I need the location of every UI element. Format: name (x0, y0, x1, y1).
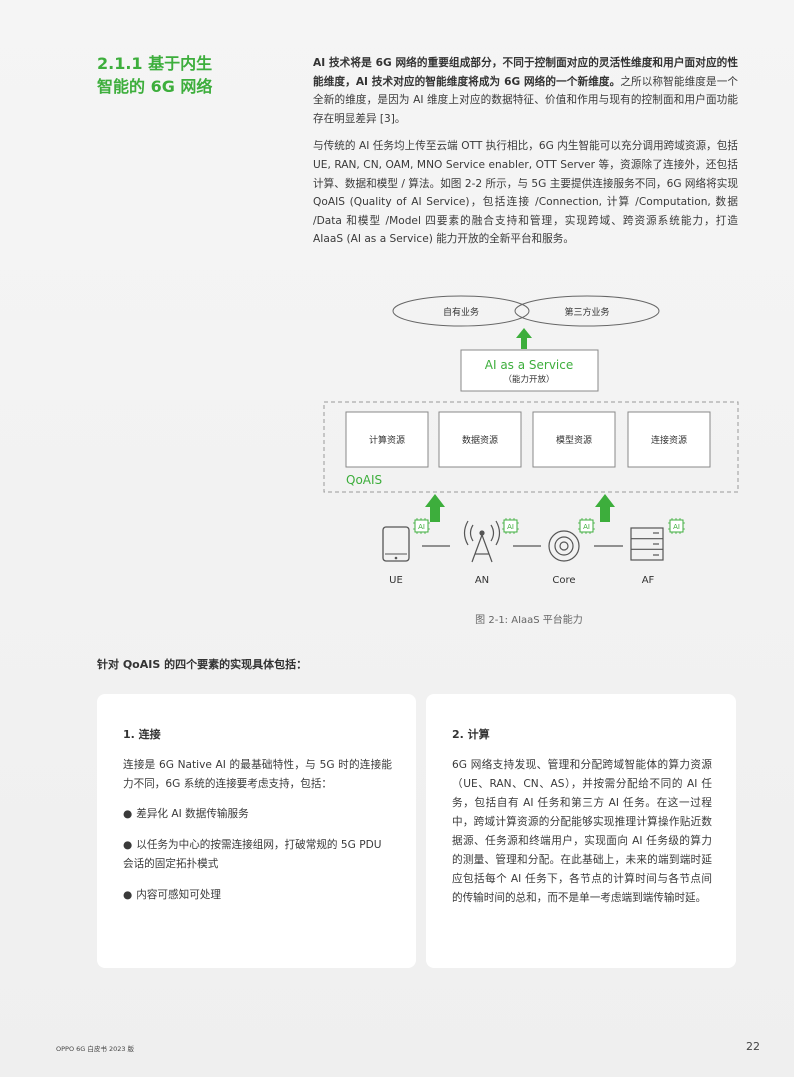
intro-bold-sentence: AI 技术将是 6G 网络的重要组成部分，不同于控制面对应的灵活性维度和用户面对… (313, 57, 738, 88)
ai-chip-icon: AI (578, 518, 595, 534)
ai-chip-icon: AI (668, 518, 685, 534)
lead-text: 针对 QoAIS 的四个要素的实现具体包括： (97, 658, 308, 671)
card-title: 1. 连接 (123, 728, 161, 741)
bullet-icon: ● (123, 808, 133, 820)
ai-chip-label: AI (583, 523, 590, 531)
ai-chip-icon: AI (502, 518, 519, 534)
card-compute: 2. 计算 6G 网络支持发现、管理和分配跨域智能体的算力资源（UE、RAN、C… (426, 694, 736, 968)
aiaas-diagram: 自有业务 第三方业务 AI as a Service （能力开放） 计算资源 数… (323, 295, 739, 626)
section-title-line2: 智能的 6G 网络 (97, 77, 213, 96)
resource-box-compute (345, 411, 429, 468)
core-icon (548, 530, 580, 562)
third-party-label: 第三方业务 (564, 306, 609, 318)
section-title: 2.1.1 基于内生 智能的 6G 网络 (97, 52, 297, 98)
node-label: AN (475, 575, 489, 586)
own-business-label: 自有业务 (443, 306, 479, 318)
intro-text: AI 技术将是 6G 网络的重要组成部分，不同于控制面对应的灵活性维度和用户面对… (313, 54, 738, 258)
figure-caption: 图 2-1: AIaaS 平台能力 (475, 613, 583, 626)
ai-chip-label: AI (507, 523, 514, 531)
resource-label: 模型资源 (556, 435, 592, 446)
intro-paragraph-2: 与传统的 AI 任务均上传至云端 OTT 执行相比，6G 内生智能可以充分调用跨… (313, 140, 738, 246)
bullet-list: ●差异化 AI 数据传输服务 ●以任务为中心的按需连接组网，打破常规的 5G P… (123, 805, 392, 905)
node-label: UE (389, 575, 403, 586)
ai-chip-icon: AI (413, 518, 430, 534)
resource-label: 连接资源 (651, 434, 687, 446)
resource-box-model (532, 411, 616, 468)
footer-doc-title: OPPO 6G 白皮书 2023 版 (56, 1045, 135, 1053)
section-title-line1: 2.1.1 基于内生 (97, 54, 213, 73)
resource-label: 计算资源 (369, 434, 405, 446)
aiaas-title: AI as a Service (485, 358, 574, 372)
server-icon (630, 527, 664, 561)
qoais-label: QoAIS (346, 473, 382, 487)
bullet-icon: ● (123, 839, 133, 851)
intro-paragraph-1: AI 技术将是 6G 网络的重要组成部分，不同于控制面对应的灵活性维度和用户面对… (313, 54, 738, 128)
page-number: 22 (746, 1040, 760, 1053)
antenna-icon (463, 520, 501, 563)
intro-rest: 之所以称智能维度是一个全新的维度，是因为 AI 维度上对应的数据特征、价值和作用… (313, 75, 739, 125)
list-item: ●内容可感知可处理 (123, 889, 221, 901)
ai-chip-label: AI (673, 523, 680, 531)
card-text: 连接是 6G Native AI 的最基础特性，与 5G 时的连接能力不同，6G… (123, 759, 392, 790)
card-text: 6G 网络支持发现、管理和分配跨域智能体的算力资源（UE、RAN、CN、AS），… (452, 759, 712, 904)
aiaas-box (460, 349, 599, 392)
card-title: 2. 计算 (452, 728, 490, 741)
resource-box-data (438, 411, 522, 468)
third-party-ellipse (514, 295, 660, 327)
list-item: ●以任务为中心的按需连接组网，打破常规的 5G PDU 会话的固定拓扑模式 (123, 839, 382, 870)
resource-box-connection (627, 411, 711, 468)
aiaas-subtitle: （能力开放） (503, 374, 554, 385)
qoais-container (323, 401, 739, 493)
resource-label: 数据资源 (462, 434, 498, 446)
arrow-up-icon (595, 494, 615, 522)
arrow-up-icon (516, 328, 532, 349)
phone-icon (382, 526, 410, 562)
ai-chip-label: AI (418, 523, 425, 531)
arrow-up-icon (425, 494, 445, 522)
card-connection: 1. 连接 连接是 6G Native AI 的最基础特性，与 5G 时的连接能… (97, 694, 416, 968)
own-business-ellipse (392, 295, 530, 327)
node-label: AF (642, 575, 655, 586)
node-label: Core (552, 575, 575, 586)
bullet-icon: ● (123, 889, 133, 901)
list-item: ●差异化 AI 数据传输服务 (123, 808, 249, 820)
